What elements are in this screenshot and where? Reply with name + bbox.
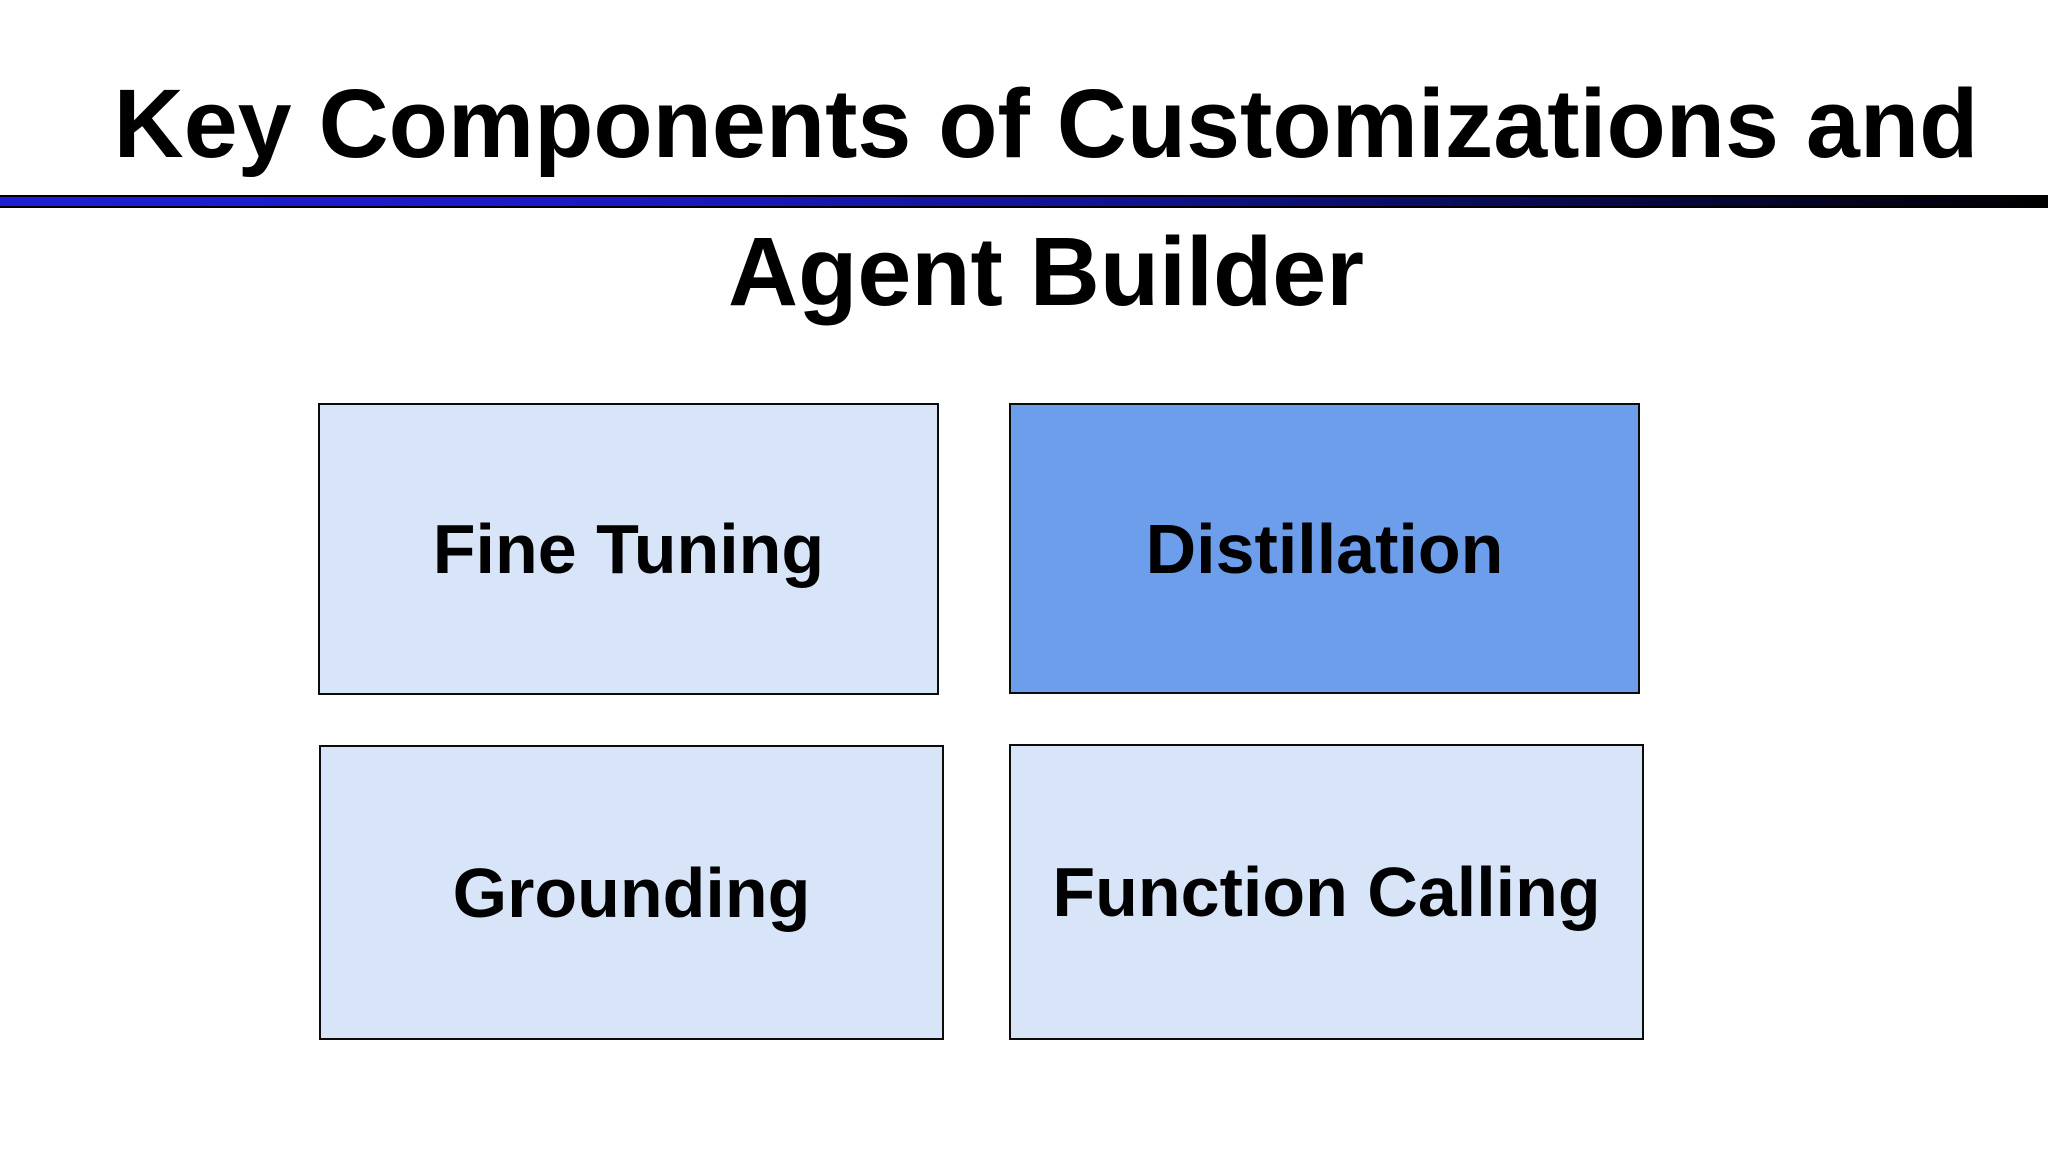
box-label-grounding: Grounding (452, 853, 811, 932)
slide-title-line2: Agent Builder (728, 217, 1364, 326)
component-box-function-calling: Function Calling (1009, 744, 1644, 1040)
component-box-grounding: Grounding (319, 745, 944, 1040)
box-label-fine-tuning: Fine Tuning (432, 510, 825, 588)
slide-title-line1: Key Components of Customizations and (113, 69, 1979, 178)
box-label-function-calling: Function Calling (1052, 853, 1601, 931)
title-divider-rule (0, 195, 2048, 208)
box-label-distillation: Distillation (1145, 509, 1504, 588)
component-box-distillation: Distillation (1009, 403, 1640, 694)
component-box-fine-tuning: Fine Tuning (318, 403, 939, 695)
